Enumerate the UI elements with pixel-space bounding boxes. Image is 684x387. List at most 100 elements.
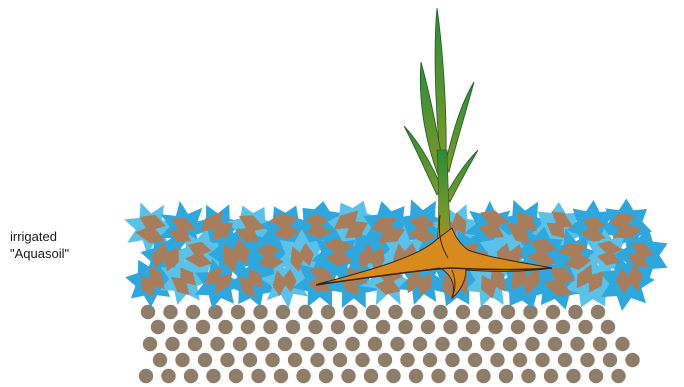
gravel-stone [601,320,615,334]
gravel-stone [323,337,337,351]
gravel-stone [188,337,202,351]
gravel-stone [443,320,457,334]
gravel-stone [319,369,333,383]
gravel-stone [263,320,277,334]
gravel-stone [196,320,210,334]
gravel-stone [421,320,435,334]
gravel-stone [488,320,502,334]
gravel-stone [184,369,198,383]
gravel-stone [523,305,537,319]
gravel-stone [241,320,255,334]
gravel-stone [456,305,470,319]
gravel-stone [433,305,447,319]
gravel-stone [413,337,427,351]
gravel-stone [409,369,423,383]
gravel-stone [535,353,549,367]
gravel-stone [141,305,155,319]
gravel-stone [210,337,224,351]
gravel-stone [411,305,425,319]
gravel-stone [186,305,200,319]
gravel-stone [251,369,265,383]
gravel-stone [310,353,324,367]
gravel-stone [478,305,492,319]
gravel-stone [625,353,639,367]
gravel-stone [161,369,175,383]
gravel-stone [286,320,300,334]
gravel-stone [355,353,369,367]
gravel-stone [589,369,603,383]
gravel-stone [229,369,243,383]
gravel-stone [591,305,605,319]
gravel-stone [511,320,525,334]
gravel-stone [593,337,607,351]
gravel-stone [544,369,558,383]
gravel-stone [578,320,592,334]
gravel-stone [255,337,269,351]
gravel-stone [368,337,382,351]
gravel-stone [480,337,494,351]
gravel-stone [165,337,179,351]
gravel-stone [388,305,402,319]
gravel-stone [220,353,234,367]
gravel-stone [533,320,547,334]
gravel-stone [503,337,517,351]
gravel-stone [208,305,222,319]
gravel-stone [296,369,310,383]
gravel-stone [233,337,247,351]
gravel-stone [298,305,312,319]
gravel-stone [139,369,153,383]
gravel-stone [333,353,347,367]
gravel-stone [366,305,380,319]
gravel-stone [501,305,515,319]
gravel-stone [615,337,629,351]
gravel-stone [321,305,335,319]
gravel-stone [274,369,288,383]
gravel-stone [300,337,314,351]
gravel-stone [513,353,527,367]
gravel-stone [341,369,355,383]
gravel-stone [206,369,220,383]
gravel-stone [570,337,584,351]
gravel-stone [423,353,437,367]
gravel-stone [243,353,257,367]
gravel-stone [548,337,562,351]
gravel-stone [143,337,157,351]
gravel-stone [278,337,292,351]
gravel-stone [499,369,513,383]
gravel-stone [390,337,404,351]
gravel-stone [265,353,279,367]
gravel-stone [566,369,580,383]
gravel-stone [546,305,560,319]
gravel-stone [218,320,232,334]
gravel-stone [466,320,480,334]
gravel-stone [198,353,212,367]
gravel-stone [331,320,345,334]
aquasoil-layer [124,199,668,311]
gravel-stone [378,353,392,367]
gravel-stone [556,320,570,334]
gravel-stone [558,353,572,367]
gravel-stone [611,369,625,383]
gravel-stone [175,353,189,367]
gravel-stone [568,305,582,319]
plant-leaf [445,82,474,172]
gravel-layer [139,305,640,383]
gravel-stone [151,320,165,334]
gravel-stone [353,320,367,334]
gravel-stone [231,305,245,319]
gravel-stone [431,369,445,383]
gravel-stone [435,337,449,351]
gravel-stone [343,305,357,319]
gravel-stone [345,337,359,351]
gravel-stone [476,369,490,383]
gravel-stone [386,369,400,383]
gravel-stone [398,320,412,334]
gravel-stone [458,337,472,351]
gravel-stone [376,320,390,334]
gravel-stone [580,353,594,367]
gravel-stone [468,353,482,367]
gravel-stone [173,320,187,334]
gravel-stone [445,353,459,367]
gravel-stone [400,353,414,367]
